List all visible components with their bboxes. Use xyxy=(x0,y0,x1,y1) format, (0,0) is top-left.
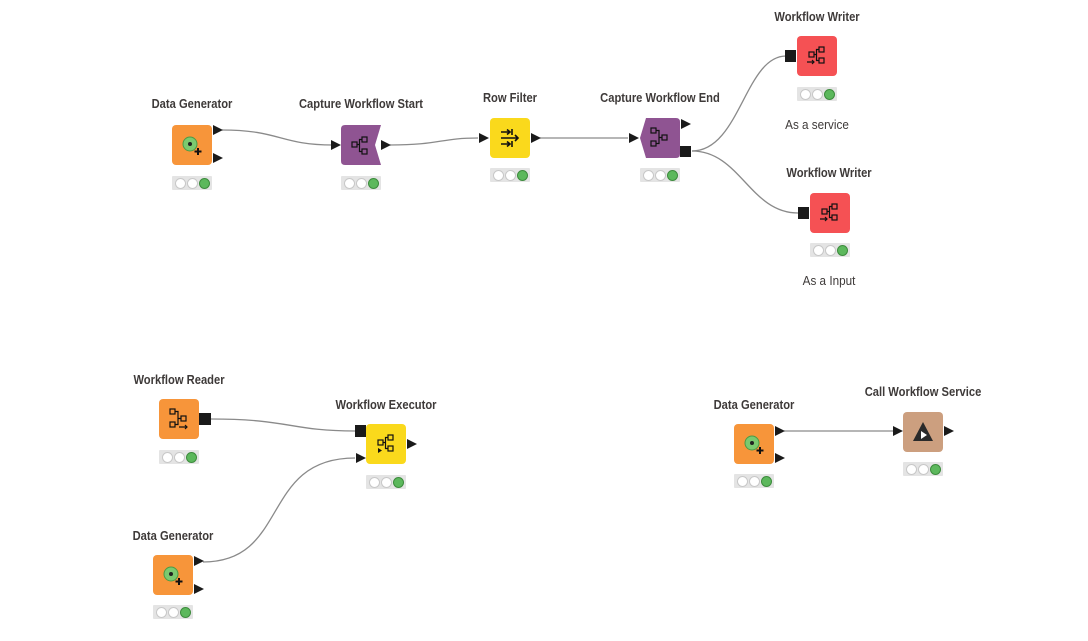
node-label-data-generator: Data Generator xyxy=(132,528,214,543)
connection-wr-we[interactable] xyxy=(210,418,356,432)
node-label-workflow-executor: Workflow Executor xyxy=(335,397,437,412)
connection-cwe-ww2[interactable] xyxy=(691,150,799,214)
input-port-triangle[interactable] xyxy=(356,453,366,463)
node-label-capture-workflow-end: Capture Workflow End xyxy=(600,90,720,105)
node-data-generator[interactable] xyxy=(172,125,212,165)
input-port-triangle[interactable] xyxy=(331,140,341,150)
node-workflow-writer[interactable] xyxy=(810,193,850,233)
node-status-traffic-light xyxy=(810,243,850,257)
node-label-capture-workflow-start: Capture Workflow Start xyxy=(298,96,424,111)
output-port-triangle[interactable] xyxy=(775,426,785,436)
workflow-executor-icon xyxy=(377,434,394,453)
node-status-traffic-light xyxy=(640,168,680,182)
node-label-row-filter: Row Filter xyxy=(482,90,538,105)
workflow-reader-icon xyxy=(169,408,188,430)
node-label-data-generator: Data Generator xyxy=(713,397,795,412)
node-row-filter[interactable] xyxy=(490,118,530,158)
node-label-data-generator: Data Generator xyxy=(151,96,233,111)
workflow-writer-icon xyxy=(820,203,838,222)
output-port-triangle[interactable] xyxy=(213,153,223,163)
node-workflow-writer[interactable] xyxy=(797,36,837,76)
node-status-traffic-light xyxy=(366,475,406,489)
connection-dg2-we[interactable] xyxy=(202,457,356,563)
call-service-icon xyxy=(913,422,933,441)
node-label-workflow-writer: Workflow Writer xyxy=(774,9,860,24)
output-port-triangle[interactable] xyxy=(381,140,391,150)
node-workflow-executor[interactable] xyxy=(366,424,406,464)
data-generator-icon xyxy=(163,566,183,585)
input-port-triangle[interactable] xyxy=(479,133,489,143)
workflow-icon xyxy=(640,118,680,158)
node-annotation: As a Input xyxy=(802,273,856,288)
node-status-traffic-light xyxy=(341,176,381,190)
input-port-triangle[interactable] xyxy=(893,426,903,436)
data-generator-icon xyxy=(182,136,202,155)
output-port-triangle[interactable] xyxy=(681,119,691,129)
data-generator-icon xyxy=(744,435,764,454)
input-port-square[interactable] xyxy=(785,50,796,62)
output-port-triangle[interactable] xyxy=(407,439,417,449)
input-port-square[interactable] xyxy=(798,207,809,219)
input-port-triangle[interactable] xyxy=(629,133,639,143)
workflow-writer-icon xyxy=(807,46,825,65)
node-capture-workflow-end[interactable] xyxy=(640,118,680,158)
node-status-traffic-light xyxy=(490,168,530,182)
node-capture-workflow-start[interactable] xyxy=(341,125,381,165)
row-filter-icon xyxy=(501,128,520,148)
connection-cwe-ww1[interactable] xyxy=(691,55,787,152)
output-port-triangle[interactable] xyxy=(944,426,954,436)
node-status-traffic-light xyxy=(797,87,837,101)
output-port-triangle[interactable] xyxy=(194,584,204,594)
node-annotation: As a service xyxy=(785,117,849,132)
node-status-traffic-light xyxy=(903,462,943,476)
connection-dg1-cws[interactable] xyxy=(221,129,334,146)
node-status-traffic-light xyxy=(153,605,193,619)
output-port-triangle[interactable] xyxy=(775,453,785,463)
connection-cws-rf[interactable] xyxy=(389,137,479,146)
node-status-traffic-light xyxy=(734,474,774,488)
node-data-generator[interactable] xyxy=(734,424,774,464)
workflow-icon xyxy=(341,125,381,165)
output-port-triangle[interactable] xyxy=(213,125,223,135)
output-port-square[interactable] xyxy=(680,146,691,157)
node-call-workflow-service[interactable] xyxy=(903,412,943,452)
node-label-call-workflow-service: Call Workflow Service xyxy=(864,384,982,399)
node-status-traffic-light xyxy=(159,450,199,464)
output-port-triangle[interactable] xyxy=(531,133,541,143)
output-port-square[interactable] xyxy=(199,413,211,425)
node-data-generator[interactable] xyxy=(153,555,193,595)
node-label-workflow-reader: Workflow Reader xyxy=(133,372,225,387)
node-workflow-reader[interactable] xyxy=(159,399,199,439)
node-label-workflow-writer: Workflow Writer xyxy=(786,165,872,180)
input-port-square[interactable] xyxy=(355,425,366,437)
node-status-traffic-light xyxy=(172,176,212,190)
output-port-triangle[interactable] xyxy=(194,556,204,566)
